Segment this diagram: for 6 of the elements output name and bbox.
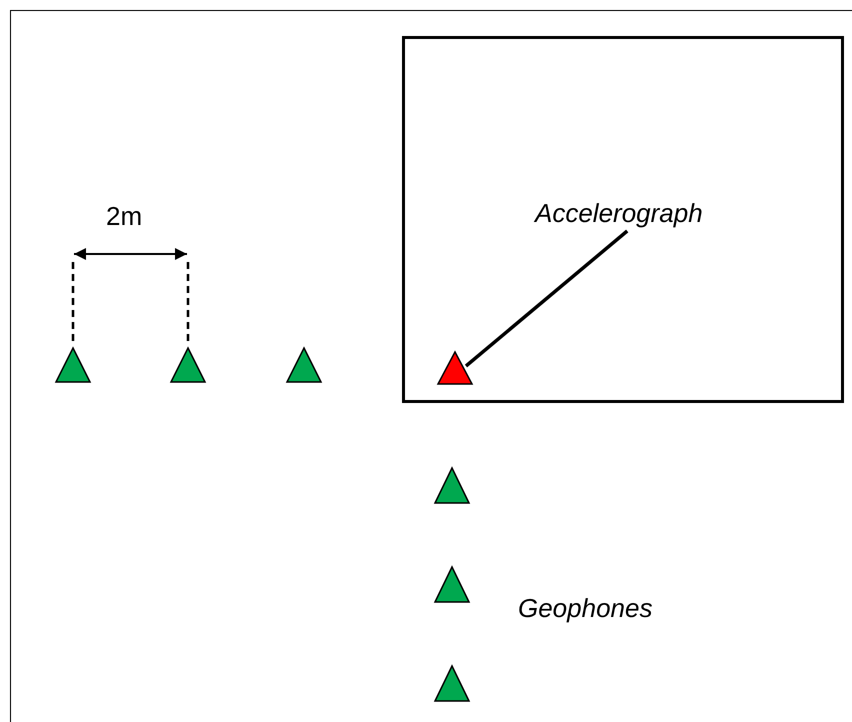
node-label: Accelerograph xyxy=(535,197,703,229)
enclosure-frame xyxy=(402,36,844,403)
leader-line xyxy=(464,230,628,368)
dimension-label: 2m xyxy=(106,200,142,232)
group-label: Geophones xyxy=(518,592,652,624)
accelerograph-marker xyxy=(437,351,473,385)
